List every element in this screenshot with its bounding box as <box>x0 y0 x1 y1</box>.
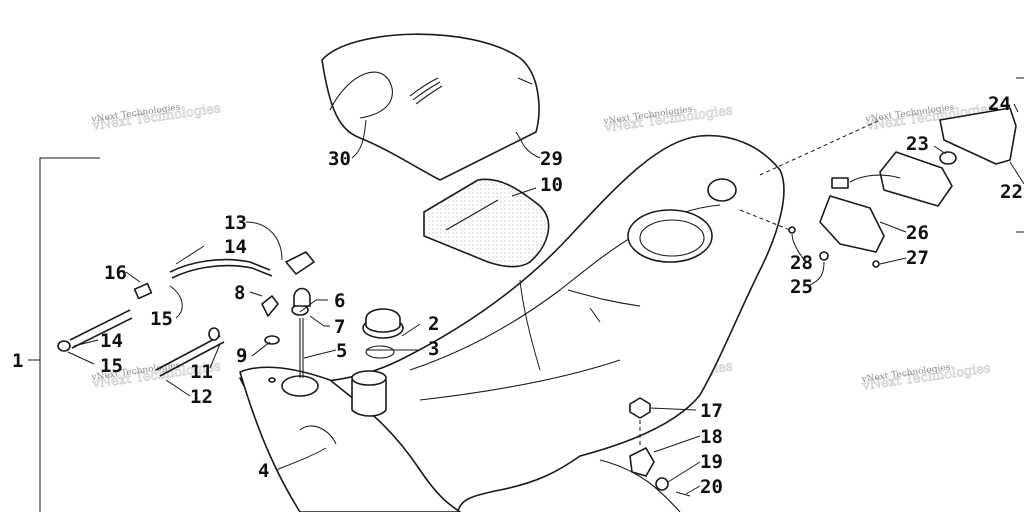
callout-7: 7 <box>334 316 345 338</box>
callout-15a: 15 <box>150 308 173 330</box>
watermark: vNext Technologies vNext Technologies <box>90 101 222 135</box>
leader-lines <box>67 77 1024 495</box>
watermark: vNext Technologies vNext Technologies <box>602 103 734 137</box>
watermark: vNext Technologies vNext Technologies <box>860 361 992 395</box>
callout-16: 16 <box>104 262 127 284</box>
callout-12: 12 <box>190 386 213 408</box>
filler-cap-part <box>362 308 404 359</box>
callout-17: 17 <box>700 400 723 422</box>
callout-3: 3 <box>428 338 439 360</box>
alignment-line <box>759 119 881 176</box>
pickup-tube-part <box>291 287 311 378</box>
callout-6: 6 <box>334 290 345 312</box>
callout-14b: 14 <box>100 330 123 352</box>
seat-foam-part <box>423 178 550 268</box>
taillight-part <box>819 107 1017 253</box>
callout-20: 20 <box>700 476 723 498</box>
callout-24: 24 <box>988 93 1011 115</box>
callout-26: 26 <box>906 222 929 244</box>
callout-9: 9 <box>236 345 247 367</box>
callout-15b: 15 <box>100 355 123 377</box>
callout-10: 10 <box>540 174 563 196</box>
seat-cover-part <box>321 33 540 181</box>
callout-22: 22 <box>1000 181 1023 203</box>
callout-4: 4 <box>258 460 269 482</box>
assembly-bracket <box>39 157 100 512</box>
hardware-part <box>629 226 880 497</box>
callout-11: 11 <box>190 361 213 383</box>
fuel-tank-part <box>239 366 461 512</box>
callout-5: 5 <box>336 340 347 362</box>
callout-25: 25 <box>790 276 813 298</box>
callout-19: 19 <box>700 451 723 473</box>
callout-8: 8 <box>234 282 245 304</box>
callouts: 1 2 3 4 5 6 7 8 9 10 11 12 13 14 14 15 1… <box>12 93 1023 498</box>
callout-27: 27 <box>906 247 929 269</box>
alignment-line <box>739 209 791 231</box>
callout-29: 29 <box>540 148 563 170</box>
callout-23: 23 <box>906 133 929 155</box>
callout-2: 2 <box>428 313 439 335</box>
callout-18: 18 <box>700 426 723 448</box>
callout-30: 30 <box>328 148 351 170</box>
fuel-hose-part <box>57 251 315 383</box>
callout-28: 28 <box>790 252 813 274</box>
callout-1: 1 <box>12 350 23 372</box>
callout-14a: 14 <box>224 236 247 258</box>
callout-13: 13 <box>224 212 247 234</box>
